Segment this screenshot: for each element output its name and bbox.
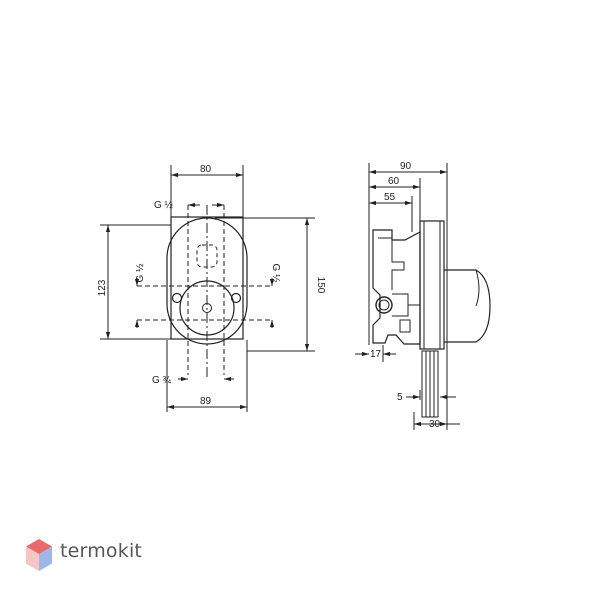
- dim-left-height: 123: [97, 279, 108, 296]
- thread-label-bottom: G ¾: [152, 375, 172, 386]
- dim-right-height: 150: [315, 277, 326, 294]
- dim-wall-offset: 17: [370, 349, 382, 360]
- thread-label-left: G ½: [135, 263, 146, 283]
- dim-top-width: 80: [200, 164, 212, 175]
- thread-label-top: G ½: [154, 200, 174, 211]
- dim-depth-short: 55: [384, 192, 396, 203]
- hexagon-logo-icon: [26, 539, 52, 571]
- dim-depth-mid: 60: [388, 176, 400, 187]
- dim-plate-min: 5: [397, 392, 403, 403]
- front-view: [100, 165, 315, 412]
- side-plate: [419, 220, 445, 350]
- side-valve-body: [372, 229, 421, 345]
- side-view: [355, 163, 491, 430]
- dim-bottom-width: 89: [200, 396, 212, 407]
- front-valve-circle: [179, 280, 235, 336]
- side-dome-cover: [444, 269, 491, 343]
- brand-name: termokit: [60, 540, 143, 562]
- thread-label-right: G ½: [270, 264, 281, 284]
- dim-depth-total: 90: [400, 161, 412, 172]
- left-port-circle: [171, 292, 183, 304]
- right-port-circle: [230, 292, 242, 304]
- side-port-circle: [375, 296, 393, 314]
- dim-plate-max: 30: [429, 419, 441, 430]
